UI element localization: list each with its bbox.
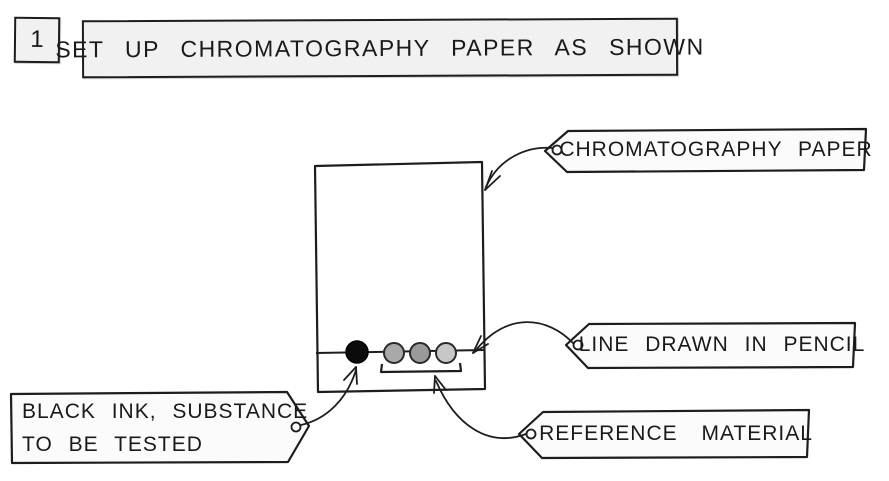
step-title: SET UP CHROMATOGRAPHY PAPER AS SHOWN	[55, 33, 705, 62]
reference-spot-2	[409, 342, 431, 364]
arrow-to-reference-spots	[433, 375, 527, 439]
chromatography-paper-sheet	[313, 160, 487, 394]
reference-spot-3	[435, 342, 457, 364]
reference-bracket	[379, 362, 463, 374]
black-ink-spot	[345, 340, 369, 364]
tag-black-ink-shape	[9, 390, 311, 465]
step-title-box: SET UP CHROMATOGRAPHY PAPER AS SHOWN	[55, 17, 705, 79]
step-number-box: 1	[13, 16, 61, 64]
tag-hole-icon	[525, 428, 537, 440]
tag-line-drawn-in-pencil-shape	[564, 321, 857, 370]
step-number: 1	[30, 25, 44, 54]
tag-chromatography-paper-shape	[543, 127, 868, 174]
reference-spot-1	[383, 342, 405, 364]
arrow-to-black-ink-spot	[300, 366, 358, 426]
tag-hole-icon	[551, 144, 563, 156]
arrow-to-paper	[484, 146, 553, 191]
tag-hole-icon	[572, 339, 584, 351]
arrow-to-pencil-line	[472, 321, 574, 354]
tag-hole-icon	[290, 421, 302, 433]
tag-reference-material-shape	[517, 408, 811, 460]
